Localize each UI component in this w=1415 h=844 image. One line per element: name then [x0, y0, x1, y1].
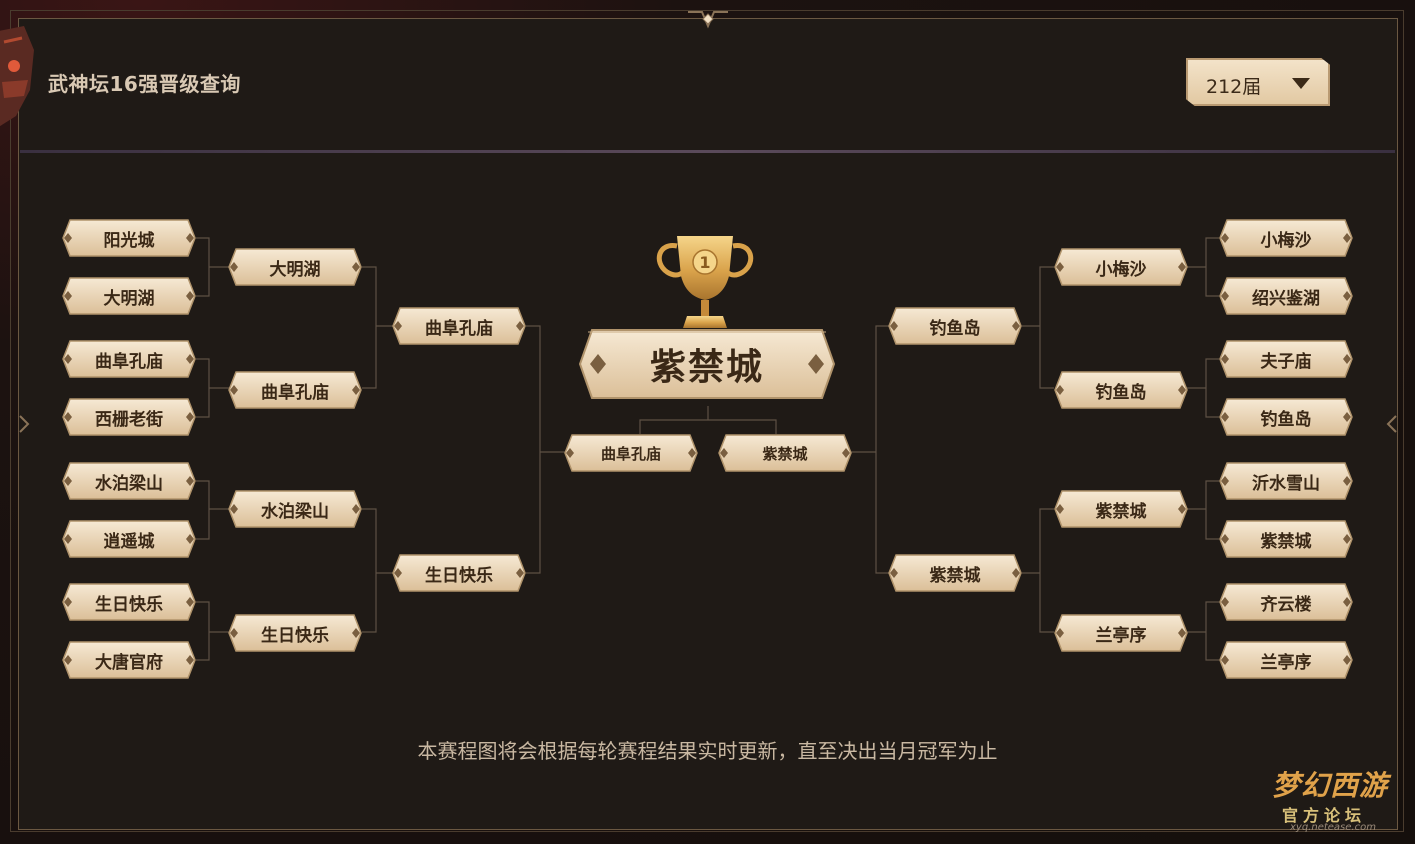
champion-banner[interactable]: 紫禁城: [578, 328, 836, 400]
top-ornament-icon: [688, 11, 728, 29]
chevron-down-icon: [1292, 78, 1310, 89]
right-r16-node[interactable]: 绍兴鉴湖: [1219, 277, 1353, 315]
watermark-url: xyq.netease.com: [1290, 822, 1376, 833]
mascot-icon: [0, 26, 34, 127]
trophy-icon: 1: [656, 236, 754, 328]
right-r16-node[interactable]: 沂水雪山: [1219, 462, 1353, 500]
left-arrow-icon[interactable]: [18, 415, 30, 433]
right-final-node[interactable]: 紫禁城: [718, 434, 852, 472]
left-quarter-node[interactable]: 水泊梁山: [228, 490, 362, 528]
right-semi-node[interactable]: 钓鱼岛: [888, 307, 1022, 345]
left-r16-node[interactable]: 曲阜孔庙: [62, 340, 196, 378]
right-arrow-icon[interactable]: [1386, 415, 1398, 433]
right-quarter-node[interactable]: 小梅沙: [1054, 248, 1188, 286]
left-r16-node[interactable]: 大明湖: [62, 277, 196, 315]
right-r16-node[interactable]: 兰亭序: [1219, 641, 1353, 679]
left-quarter-node[interactable]: 曲阜孔庙: [228, 371, 362, 409]
watermark-subtitle: 官方论坛: [1282, 806, 1367, 825]
left-semi-node[interactable]: 生日快乐: [392, 554, 526, 592]
right-r16-node[interactable]: 齐云楼: [1219, 583, 1353, 621]
left-r16-node[interactable]: 大唐官府: [62, 641, 196, 679]
footer-note: 本赛程图将会根据每轮赛程结果实时更新，直至决出当月冠军为止: [417, 739, 998, 763]
season-dropdown[interactable]: 212届: [1186, 58, 1330, 106]
right-r16-node[interactable]: 钓鱼岛: [1219, 398, 1353, 436]
season-dropdown-value: 212届: [1206, 76, 1262, 98]
page-title: 武神坛16强晋级查询: [48, 72, 241, 96]
right-quarter-node[interactable]: 兰亭序: [1054, 614, 1188, 652]
main-panel: [18, 18, 1398, 830]
header-divider: [20, 150, 1395, 153]
left-quarter-node[interactable]: 生日快乐: [228, 614, 362, 652]
right-semi-node[interactable]: 紫禁城: [888, 554, 1022, 592]
right-quarter-node[interactable]: 紫禁城: [1054, 490, 1188, 528]
champion-name: 紫禁城: [649, 347, 764, 388]
right-r16-node[interactable]: 紫禁城: [1219, 520, 1353, 558]
left-r16-node[interactable]: 阳光城: [62, 219, 196, 257]
right-quarter-node[interactable]: 钓鱼岛: [1054, 371, 1188, 409]
left-quarter-node[interactable]: 大明湖: [228, 248, 362, 286]
left-final-node[interactable]: 曲阜孔庙: [564, 434, 698, 472]
left-r16-node[interactable]: 水泊梁山: [62, 462, 196, 500]
left-semi-node[interactable]: 曲阜孔庙: [392, 307, 526, 345]
right-r16-node[interactable]: 夫子庙: [1219, 340, 1353, 378]
right-r16-node[interactable]: 小梅沙: [1219, 219, 1353, 257]
watermark-title: 梦幻西游: [1272, 769, 1389, 802]
left-r16-node[interactable]: 生日快乐: [62, 583, 196, 621]
left-r16-node[interactable]: 逍遥城: [62, 520, 196, 558]
left-r16-node[interactable]: 西栅老街: [62, 398, 196, 436]
trophy-rank: 1: [699, 253, 710, 272]
watermark-logo: 梦幻西游 官方论坛 xyq.netease.com: [1268, 760, 1408, 838]
